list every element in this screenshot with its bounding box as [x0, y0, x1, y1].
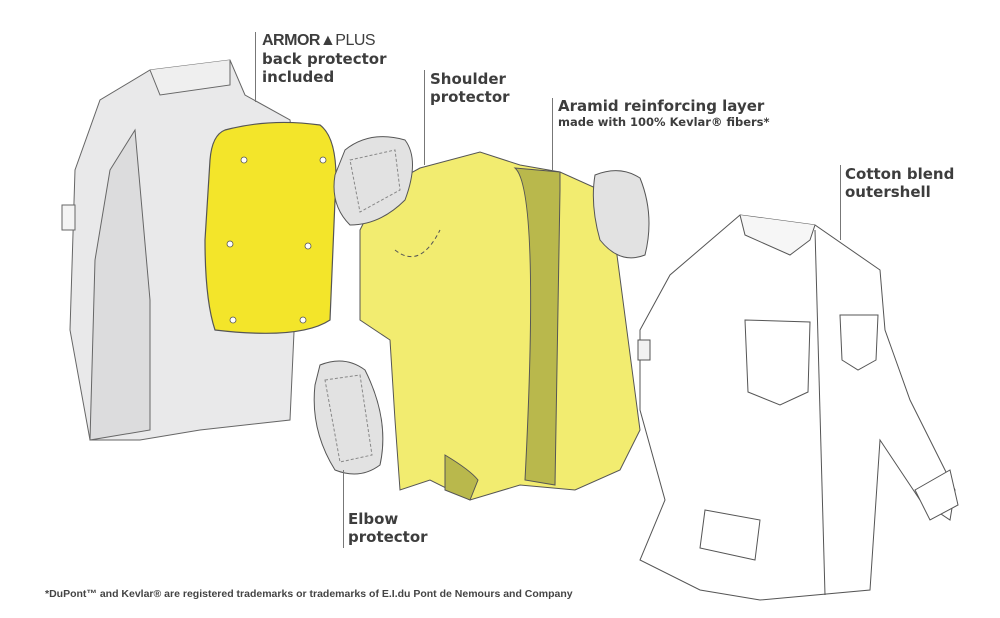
cotton-outershell-jacket: [637, 214, 959, 601]
shoulder-leader-line: [424, 70, 425, 165]
back-protector-line2: included: [262, 68, 335, 86]
shoulder-pad-right: [592, 170, 650, 259]
elbow-line2: protector: [348, 528, 428, 546]
cotton-line2: outershell: [845, 183, 931, 201]
cotton-leader-line: [840, 165, 841, 240]
shoulder-line2: protector: [430, 88, 510, 106]
back-protector-label: ARMOR▲PLUS back protector included: [262, 32, 387, 86]
cotton-outershell-label: Cotton blend outershell: [845, 165, 954, 201]
trademark-footnote: *DuPont™ and Kevlar® are registered trad…: [45, 588, 573, 600]
aramid-title: Aramid reinforcing layer: [558, 97, 765, 115]
logo-badge-icon: ▲: [319, 32, 336, 49]
back-protector: [204, 121, 337, 334]
elbow-leader-line: [343, 470, 344, 548]
elbow-protector-label: Elbow protector: [348, 510, 428, 546]
shoulder-line1: Shoulder: [430, 70, 506, 88]
back-protector-line1: back protector: [262, 50, 387, 68]
aramid-layer-jacket: [359, 151, 641, 501]
aramid-leader-line: [552, 98, 553, 170]
back-protector-leader-line: [255, 32, 256, 102]
elbow-line1: Elbow: [348, 510, 399, 528]
armor-plus-logo: ARMOR▲PLUS: [262, 32, 387, 50]
logo-armor: ARMOR: [262, 32, 320, 49]
shoulder-pad-left: [333, 136, 413, 226]
elbow-pad: [313, 360, 384, 475]
shoulder-protector-label: Shoulder protector: [430, 70, 510, 106]
aramid-label: Aramid reinforcing layer made with 100% …: [558, 97, 770, 129]
cotton-line1: Cotton blend: [845, 165, 955, 183]
aramid-subtitle: made with 100% Kevlar® fibers*: [558, 115, 770, 129]
logo-plus: PLUS: [335, 32, 376, 49]
